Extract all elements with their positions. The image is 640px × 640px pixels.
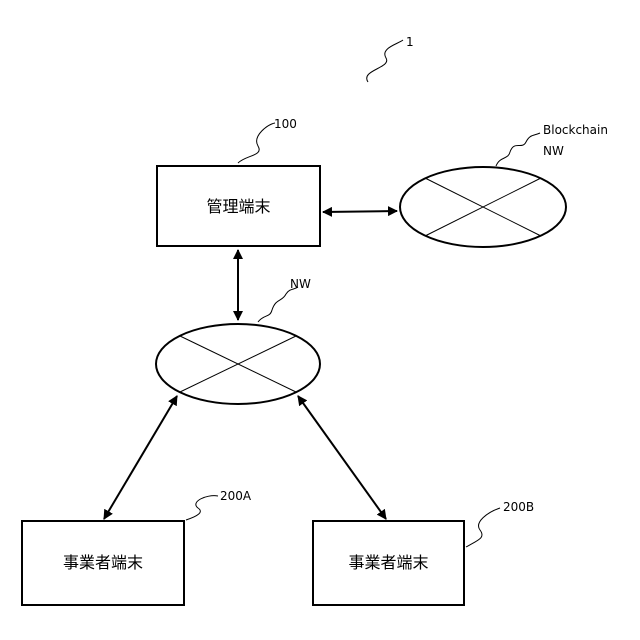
system-leader-line (367, 40, 403, 82)
business-terminal-b-label: 事業者端末 (348, 553, 428, 572)
management-terminal-leader-line (238, 123, 275, 163)
system-ref-label: 1 (406, 35, 414, 49)
management-terminal-label: 管理端末 (206, 197, 270, 216)
business-terminal-a-label: 事業者端末 (63, 553, 143, 572)
management-terminal-ref: 100 (274, 117, 297, 131)
blockchain-network-node[interactable] (400, 167, 566, 247)
connector-network-terminal-b (298, 396, 386, 519)
business-terminal-a-leader-line (186, 496, 218, 520)
blockchain-ref-line2: NW (543, 144, 564, 158)
network-leader-line (258, 287, 298, 322)
business-terminal-a-ref: 200A (220, 489, 252, 503)
connector-mgmt-blockchain (323, 211, 397, 212)
network-ref: NW (290, 277, 311, 291)
blockchain-leader-line (496, 133, 540, 166)
business-terminal-b-ref: 200B (503, 500, 534, 514)
business-terminal-b-leader-line (466, 508, 500, 547)
network-node[interactable] (156, 324, 320, 404)
blockchain-ref-line1: Blockchain (543, 123, 608, 137)
connector-network-terminal-a (104, 396, 177, 519)
